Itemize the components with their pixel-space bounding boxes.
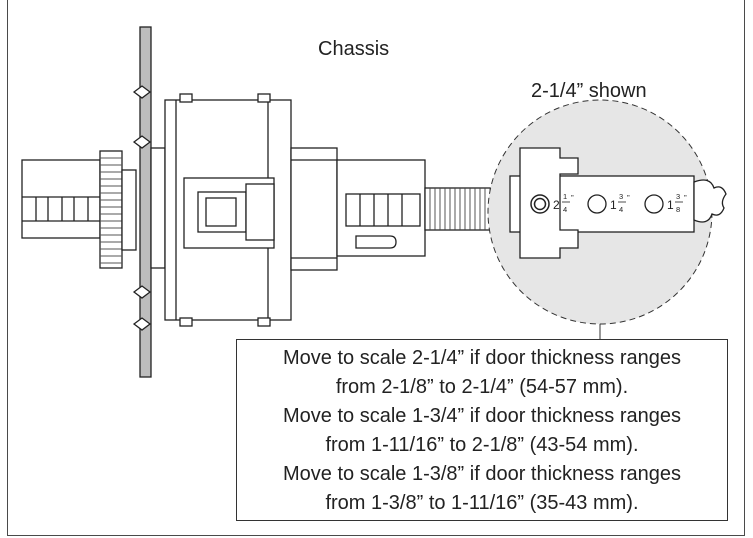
chassis-label: Chassis	[318, 38, 390, 60]
scale-mark-den: 4	[563, 205, 567, 214]
threaded-ring	[99, 150, 123, 269]
scale-hole-1-3-4	[587, 194, 607, 214]
inch-mark: ”	[571, 194, 574, 203]
threaded-spindle	[424, 187, 500, 231]
scale-mark-num: 1	[563, 192, 567, 201]
inch-mark: ”	[627, 194, 630, 203]
thickness-instructions-box: Move to scale 2-1/4” if door thickness r…	[236, 339, 728, 521]
scale-mark-whole: 1	[610, 198, 617, 212]
scale-mark-den: 4	[619, 205, 623, 214]
right-spindle	[345, 193, 421, 227]
scale-mark-num: 3	[676, 192, 680, 201]
scale-mark-whole: 1	[667, 198, 674, 212]
instruction-line: from 1-3/8” to 1-11/16” (35-43 mm).	[325, 492, 639, 514]
instruction-line: Move to scale 1-3/8” if door thickness r…	[283, 463, 681, 485]
scale-hole-1-3-8	[644, 194, 664, 214]
instruction-line: from 1-11/16” to 2-1/8” (43-54 mm).	[325, 434, 639, 456]
shown-scale-label: 2-1/4” shown	[531, 80, 647, 102]
scale-mark-num: 3	[619, 192, 623, 201]
left-spindle	[21, 159, 101, 239]
inch-mark: ”	[684, 194, 687, 203]
scale-mark-den: 8	[676, 205, 680, 214]
instruction-line: Move to scale 1-3/4” if door thickness r…	[283, 405, 681, 427]
scale-mark-whole: 2	[553, 198, 560, 212]
instruction-line: from 2-1/8” to 2-1/4” (54-57 mm).	[335, 376, 629, 398]
instruction-line: Move to scale 2-1/4” if door thickness r…	[283, 347, 681, 369]
